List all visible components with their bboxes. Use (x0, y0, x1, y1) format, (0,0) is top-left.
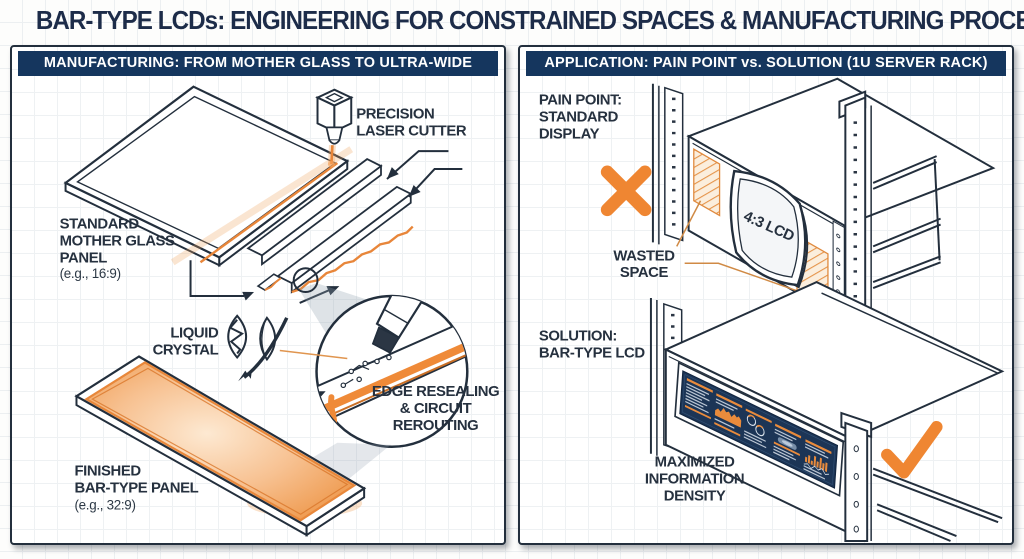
svg-text:PANEL: PANEL (60, 250, 108, 266)
page-title: BAR-TYPE LCDs: ENGINEERING FOR CONSTRAIN… (35, 5, 1024, 35)
mother-glass-panel (63, 85, 350, 268)
magnifier-circle-icon (315, 294, 469, 449)
svg-text:PRECISION: PRECISION (356, 106, 434, 122)
finished-bar-panel (74, 355, 367, 537)
laser-cut-line (199, 162, 339, 264)
svg-text:MAXIMIZED: MAXIMIZED (655, 455, 735, 471)
label-wasted-space: WASTED SPACE (613, 248, 675, 281)
label-precision-laser: PRECISION LASER CUTTER (356, 106, 467, 139)
svg-text:WASTED: WASTED (613, 248, 675, 264)
svg-text:BAR-TYPE LCD: BAR-TYPE LCD (539, 345, 646, 361)
lc-leader-line (279, 349, 348, 360)
liquid-crystal-lens-icon (227, 314, 277, 362)
wasted-space-left (693, 148, 721, 217)
label-finished-panel: FINISHED BAR-TYPE PANEL (e.g., 32:9) (74, 464, 198, 513)
svg-text:LIQUID: LIQUID (170, 326, 219, 342)
svg-text:SPACE: SPACE (620, 265, 669, 281)
application-panel-header: APPLICATION: PAIN POINT vs. SOLUTION (1U… (526, 51, 1006, 76)
svg-text:EDGE RESEALING: EDGE RESEALING (372, 384, 499, 400)
application-panel: APPLICATION: PAIN POINT vs. SOLUTION (1U… (518, 45, 1014, 545)
svg-text:LASER CUTTER: LASER CUTTER (356, 123, 467, 139)
label-solution: SOLUTION: BAR-TYPE LCD (539, 329, 646, 362)
lcd-4-3: 4:3 LCD (729, 169, 809, 289)
svg-text:SOLUTION:: SOLUTION: (539, 329, 617, 345)
pain-point-rack: 4:3 LCD (600, 77, 996, 361)
svg-text:BAR-TYPE PANEL: BAR-TYPE PANEL (74, 480, 198, 496)
laser-cutter-icon (315, 88, 354, 168)
label-maximized: MAXIMIZED INFORMATION DENSITY (645, 455, 745, 505)
manufacturing-illustration: PRECISION LASER CUTTER STANDARD MOTHER G… (60, 85, 500, 537)
bar-lcd-dashboard (674, 361, 845, 497)
label-edge-resealing: EDGE RESEALING & CIRCUIT REROUTING (372, 384, 500, 434)
application-illustration: 4:3 LCD (539, 77, 1005, 542)
label-pain-point: PAIN POINT: STANDARD DISPLAY (539, 93, 622, 143)
label-liquid-crystal: LIQUID CRYSTAL (153, 326, 220, 359)
laser-cut-glow (170, 146, 354, 266)
wasted-leader-lines (676, 200, 798, 292)
solution-rack (649, 281, 1005, 542)
svg-text:REROUTING: REROUTING (393, 418, 479, 434)
manufacturing-panel-header: MANUFACTURING: FROM MOTHER GLASS TO ULTR… (18, 51, 498, 76)
svg-text:& CIRCUIT: & CIRCUIT (400, 401, 472, 417)
label-mother-glass: STANDARD MOTHER GLASS PANEL (e.g., 16:9) (60, 217, 176, 282)
highlight-circle (292, 267, 319, 294)
rack-frame-lines-2 (872, 467, 1003, 542)
x-icon (600, 165, 652, 217)
svg-text:MOTHER GLASS: MOTHER GLASS (60, 233, 175, 249)
svg-text:(e.g., 32:9): (e.g., 32:9) (74, 497, 135, 512)
cut-bar-strips (246, 158, 414, 294)
svg-text:CRYSTAL: CRYSTAL (153, 343, 219, 359)
svg-text:DISPLAY: DISPLAY (539, 126, 600, 142)
svg-text:INFORMATION: INFORMATION (645, 471, 744, 487)
jagged-cut-edge (291, 225, 414, 294)
svg-text:FINISHED: FINISHED (74, 464, 141, 480)
manufacturing-panel: MANUFACTURING: FROM MOTHER GLASS TO ULTR… (10, 45, 506, 545)
svg-text:DENSITY: DENSITY (664, 488, 726, 504)
svg-text:(e.g., 16:9): (e.g., 16:9) (60, 266, 121, 281)
svg-text:PAIN POINT:: PAIN POINT: (539, 93, 622, 109)
rack-frame-lines (872, 155, 941, 289)
svg-text:STANDARD: STANDARD (539, 109, 619, 125)
svg-text:STANDARD: STANDARD (60, 217, 140, 233)
check-icon (881, 420, 943, 479)
dimension-arrows (189, 150, 463, 304)
